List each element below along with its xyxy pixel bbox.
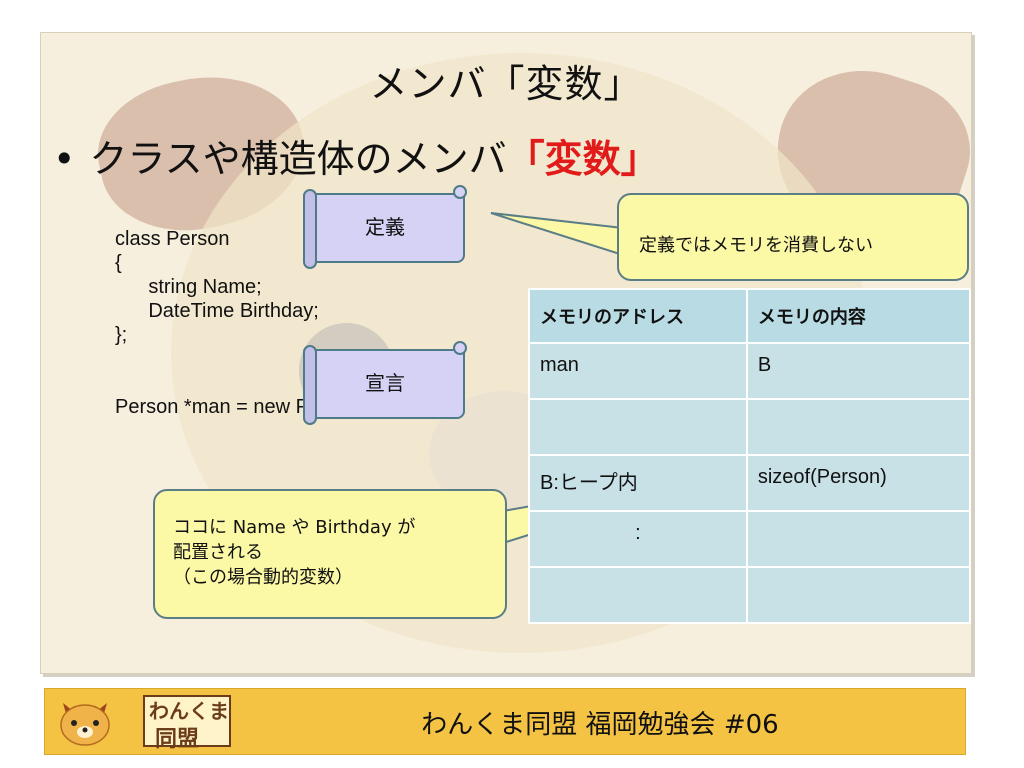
code-line: { [115, 252, 122, 274]
bullet-highlight: 「変数」 [506, 137, 659, 181]
slide: メンバ「変数」 •クラスや構造体のメンバ「変数」 class Person { … [40, 32, 972, 674]
table-row: man B [528, 342, 971, 400]
column-header-content: メモリの内容 [745, 288, 971, 344]
callout-definition-tail [490, 212, 624, 257]
logo-text-line2: 同盟 [155, 727, 200, 752]
wankuma-logo: わんくま 同盟 [51, 693, 231, 752]
table-header-row: メモリのアドレス メモリの内容 [528, 288, 971, 344]
table-cell: B:ヒープ内 [528, 454, 748, 512]
callout-placement-line: ココに Name や Birthday が [173, 517, 416, 538]
table-cell: B [745, 342, 971, 400]
code-line: string Name; [115, 276, 262, 298]
logo-text-line1: わんくま [149, 699, 229, 723]
table-cell: : [528, 510, 748, 568]
bear-face-icon [60, 703, 110, 746]
table-cell [528, 566, 748, 624]
footer-bar: わんくま 同盟 わんくま同盟 福岡勉強会 #06 [44, 688, 966, 755]
code-line: class Person [115, 228, 230, 250]
declaration-scroll-label: 宣言 [303, 341, 467, 425]
callout-placement-line: 配置される [173, 542, 263, 563]
definition-scroll-label: 定義 [303, 185, 467, 269]
callout-definition-text: 定義ではメモリを消費しない [639, 235, 873, 256]
code-line: DateTime Birthday; [115, 300, 319, 322]
logo-text-box [143, 695, 231, 747]
code-line: }; [115, 324, 128, 346]
callout-placement: ココに Name や Birthday が 配置される （この場合動的変数） [153, 489, 507, 619]
memory-table: メモリのアドレス メモリの内容 man B B:ヒープ内 sizeof(Pers… [528, 288, 971, 624]
declaration-label: 宣言 [365, 371, 405, 395]
table-cell [528, 398, 748, 456]
definition-label: 定義 [365, 215, 405, 239]
column-header-address: メモリのアドレス [528, 288, 748, 344]
table-row: B:ヒープ内 sizeof(Person) [528, 454, 971, 512]
footer-title: わんくま同盟 福岡勉強会 #06 [421, 710, 779, 740]
bullet-text: クラスや構造体のメンバ [89, 137, 507, 181]
callout-definition: 定義ではメモリを消費しない [617, 193, 969, 281]
table-cell: man [528, 342, 748, 400]
bullet-point: • クラスや構造体のメンバ「変数」 [53, 128, 659, 183]
bullet-symbol: • [53, 137, 76, 181]
table-cell: sizeof(Person) [745, 454, 971, 512]
table-cell [745, 398, 971, 456]
slide-title: メンバ「変数」 [369, 62, 643, 106]
table-cell [745, 510, 971, 568]
table-row [528, 566, 971, 624]
table-cell [745, 566, 971, 624]
table-row: : [528, 510, 971, 568]
callout-placement-line: （この場合動的変数） [173, 567, 353, 588]
table-row [528, 398, 971, 456]
